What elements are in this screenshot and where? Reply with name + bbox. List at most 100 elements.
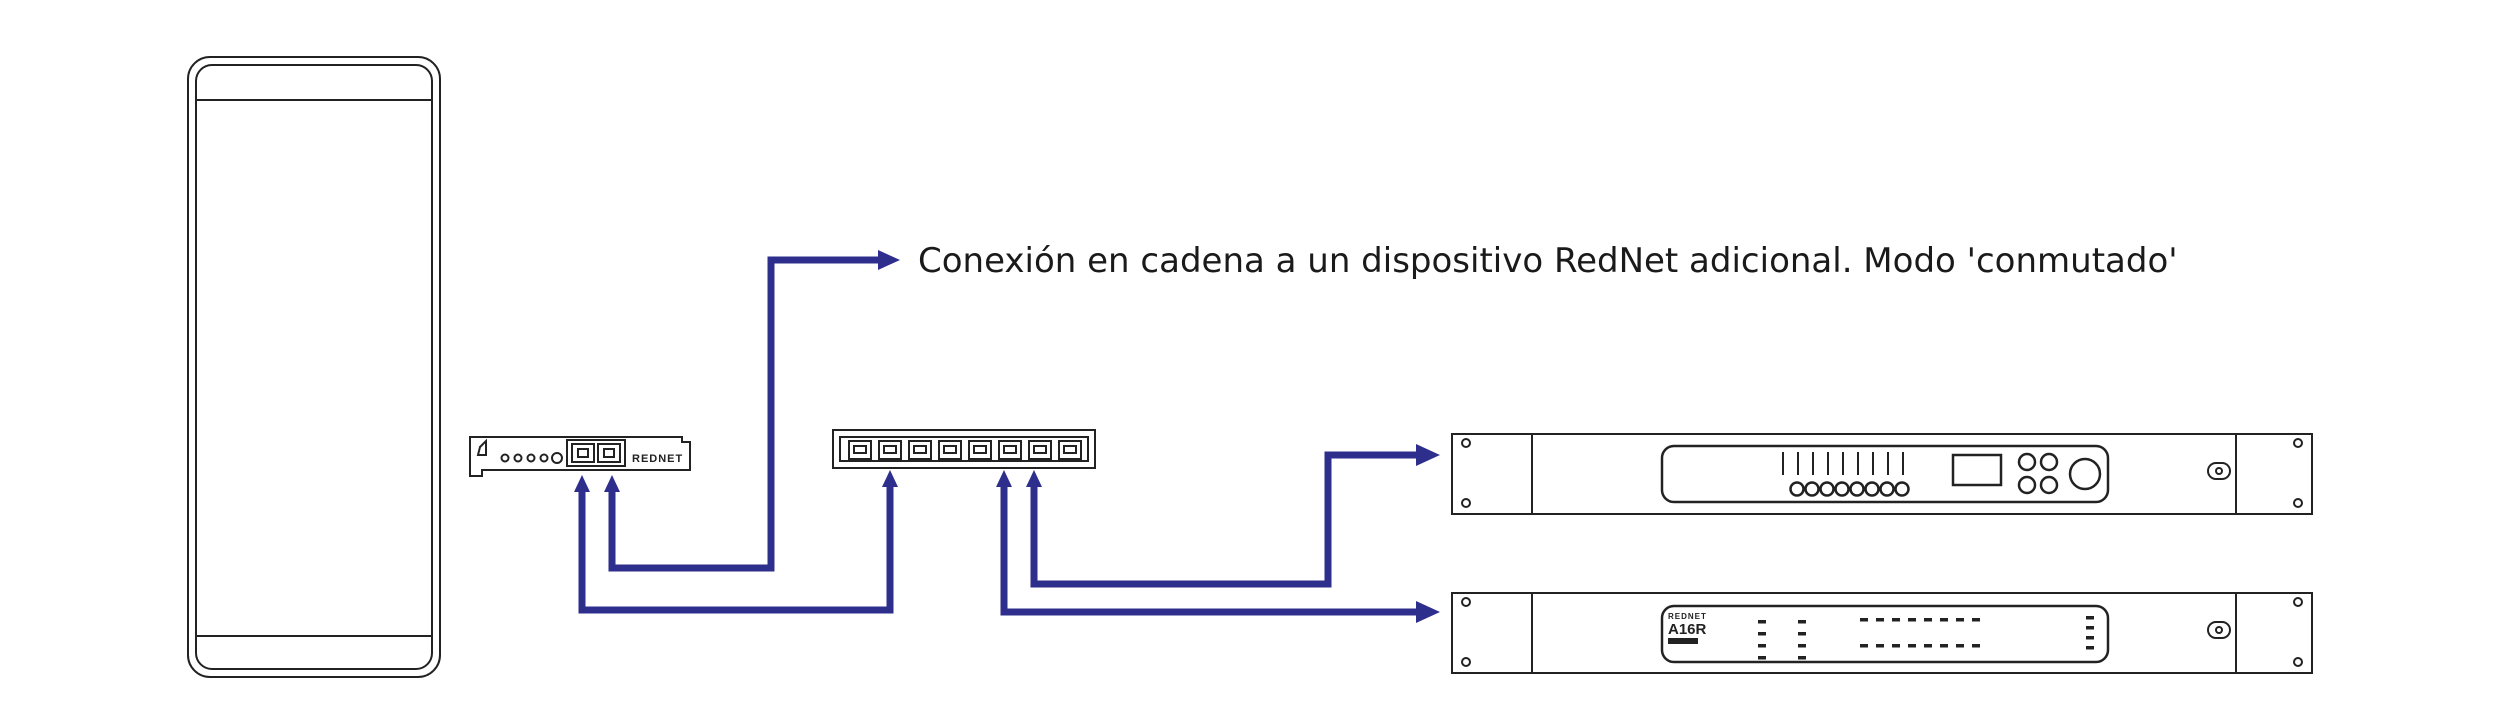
status-led [1876,618,1884,622]
status-led [1798,632,1806,636]
switch-ports [848,440,1082,460]
control-button [2039,452,2059,472]
card-logo-icon [476,438,487,456]
card-port-primary [571,443,595,463]
status-led [1940,618,1948,622]
status-led [1860,618,1868,622]
status-led [1908,644,1916,648]
channel-knob [1834,481,1850,497]
status-led [1876,644,1884,648]
rack-screw-hole [2293,438,2303,448]
status-led [1972,618,1980,622]
arrow-right-icon [878,250,900,270]
rack-screw-hole [2293,498,2303,508]
arrow-up-icon [1026,470,1042,487]
status-led [1972,644,1980,648]
rack-handle-slot [2207,621,2231,639]
arrow-up-icon [604,475,620,492]
rack-screw-hole [1461,498,1471,508]
status-led [1940,644,1948,648]
switch-port [968,440,992,460]
status-led [1892,644,1900,648]
rack-ear-left [1451,433,1533,515]
channel-knob [1849,481,1865,497]
rack-screw-hole [1461,597,1471,607]
status-led [1798,644,1806,648]
channel-knob [1894,481,1910,497]
switch-port [1058,440,1082,460]
switch-port [908,440,932,460]
arrow-up-icon [574,475,590,492]
status-led [2086,636,2094,640]
status-led [1758,656,1766,660]
rack-handle-slot [2207,462,2231,480]
main-dial [2068,457,2102,491]
rack-screw-hole [2293,597,2303,607]
rack-screw-hole [1461,438,1471,448]
switch-port [938,440,962,460]
control-button [2017,452,2037,472]
display-screen [1951,453,2003,487]
cable-card-to-daisy-chain [608,256,880,572]
front-panel [1660,444,2110,504]
a16r-model-label: A16R [1668,621,1707,638]
rack-handle-screw [2215,626,2223,634]
cable-switch-to-interface [1030,451,1418,588]
meter-strips [1782,452,1904,475]
ethernet-cables [574,250,1440,623]
rednet-pcie-card: REDNET [469,436,691,477]
front-panel [1660,604,2110,664]
status-led [1924,644,1932,648]
status-led [1956,618,1964,622]
rack-screw-hole [2293,657,2303,667]
card-led [500,453,510,463]
rack-screw-hole [1461,657,1471,667]
rack-ear-right [2235,433,2313,515]
status-led [1798,620,1806,624]
card-brand-label: REDNET [632,453,683,465]
status-led [1758,644,1766,648]
control-button [2039,475,2059,495]
rednet-a16r-rack-unit: REDNET A16R [1451,592,2313,674]
switch-port [1028,440,1052,460]
daisy-chain-caption: Conexión en cadena a un dispositivo RedN… [918,241,2178,281]
status-led [2086,646,2094,650]
status-leds [1758,616,2094,660]
channel-knob [1864,481,1880,497]
arrow-right-icon [1416,601,1440,623]
card-led [551,452,563,464]
status-led [1892,618,1900,622]
card-port-secondary [597,443,621,463]
channel-knob [1819,481,1835,497]
rack-ear-right [2235,592,2313,674]
status-led [1758,632,1766,636]
cable-switch-to-a16r [1000,484,1418,616]
switch-port [848,440,872,460]
cable-card-to-switch [578,484,894,614]
channel-knob [1879,481,1895,497]
status-led [1860,644,1868,648]
arrow-up-icon [882,470,898,487]
card-led [539,453,549,463]
switch-port [878,440,902,460]
status-led [1758,620,1766,624]
control-button [2017,475,2037,495]
arrow-right-icon [1416,444,1440,466]
network-switch [832,429,1096,469]
card-led [526,453,536,463]
a16r-brand-label: REDNET [1668,612,1707,621]
status-led [1908,618,1916,622]
rack-handle-screw [2215,467,2223,475]
rednet-interface-rack-unit [1451,433,2313,515]
status-led [2086,626,2094,630]
status-led [2086,616,2094,620]
channel-knob [1804,481,1820,497]
channel-knob [1789,481,1805,497]
card-led [513,453,523,463]
switch-port [998,440,1022,460]
status-led [1798,656,1806,660]
status-led [1924,618,1932,622]
cable-end-connectors [574,250,1440,623]
arrow-up-icon [996,470,1012,487]
